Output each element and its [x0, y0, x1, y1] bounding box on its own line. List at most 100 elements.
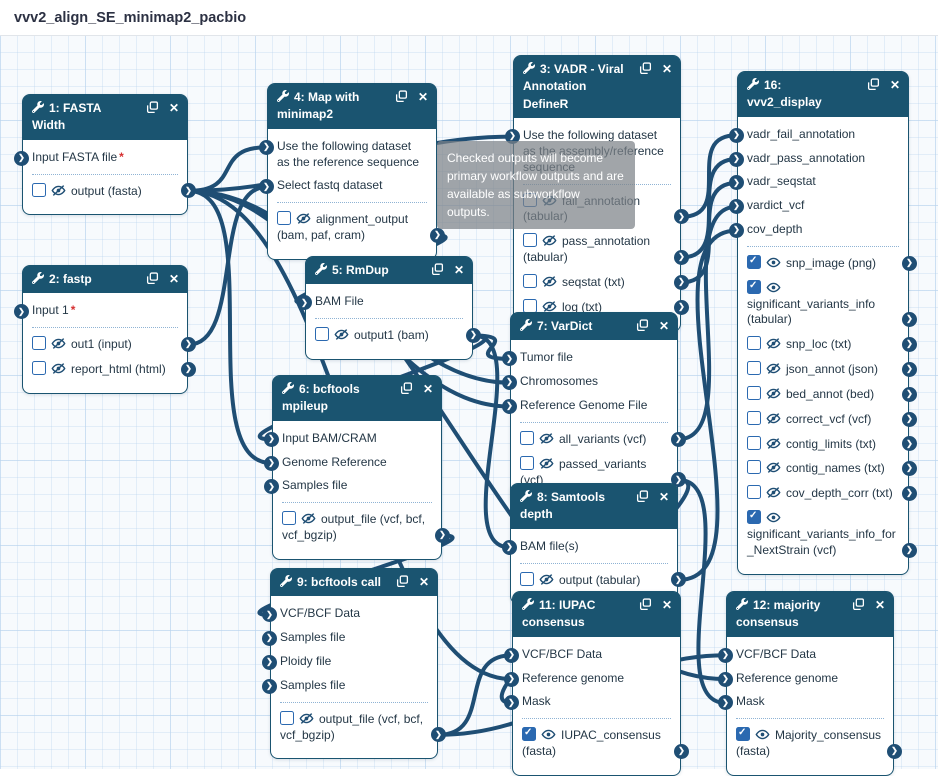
close-icon[interactable]: ✕ [661, 61, 672, 76]
output-terminal[interactable]: ❯ [902, 386, 917, 402]
workflow-node-12[interactable]: 12: majority consensus✕❯VCF/BCF Data❯Ref… [718, 591, 902, 776]
output-checkbox[interactable] [280, 710, 294, 725]
output-terminal[interactable]: ❯ [671, 431, 686, 447]
workflow-connection[interactable] [436, 653, 514, 737]
workflow-connection[interactable] [471, 333, 512, 550]
eye-slash-icon[interactable] [542, 275, 557, 288]
duplicate-icon[interactable] [395, 90, 408, 103]
output-checkbox[interactable] [747, 410, 761, 425]
workflow-node-6[interactable]: 6: bcftools mpileup✕❯Input BAM/CRAM❯Geno… [264, 375, 450, 560]
input-terminal[interactable]: ❯ [264, 431, 279, 447]
node-header[interactable]: 2: fastp✕ [23, 266, 187, 294]
workflow-node-8[interactable]: 8: Samtools depth✕❯BAM file(s)output (ta… [502, 483, 686, 605]
node-header[interactable]: 6: bcftools mpileup✕ [273, 376, 441, 421]
eye-slash-icon[interactable] [299, 712, 314, 725]
workflow-node-1[interactable]: 1: FASTA Width✕❯Input FASTA file*output … [14, 94, 196, 216]
workflow-connection[interactable] [676, 228, 739, 582]
eye-slash-icon[interactable] [301, 512, 316, 525]
output-terminal[interactable]: ❯ [902, 337, 917, 353]
node-header[interactable]: 7: VarDict✕ [511, 313, 677, 341]
eye-slash-icon[interactable] [51, 337, 66, 350]
output-terminal[interactable]: ❯ [181, 361, 196, 377]
output-checkbox[interactable] [736, 726, 750, 742]
output-terminal[interactable]: ❯ [431, 727, 446, 743]
output-checkbox[interactable] [747, 460, 761, 475]
node-header[interactable]: 1: FASTA Width✕ [23, 95, 187, 140]
workflow-node-16[interactable]: 16: vvv2_display✕❯vadr_fail_annotation❯v… [729, 71, 917, 575]
output-terminal[interactable]: ❯ [902, 542, 917, 558]
input-terminal[interactable]: ❯ [262, 607, 277, 623]
input-terminal[interactable]: ❯ [505, 129, 520, 145]
eye-slash-icon[interactable] [539, 432, 554, 445]
close-icon[interactable]: ✕ [889, 77, 900, 92]
eye-slash-icon[interactable] [542, 300, 557, 313]
output-terminal[interactable]: ❯ [466, 328, 481, 344]
output-checkbox[interactable] [747, 385, 761, 400]
output-checkbox[interactable] [315, 327, 329, 342]
output-checkbox[interactable] [523, 273, 537, 288]
output-checkbox[interactable] [747, 279, 761, 294]
workflow-node-4[interactable]: 4: Map with minimap2✕❯Use the following … [259, 83, 445, 260]
output-checkbox[interactable] [520, 455, 534, 470]
output-terminal[interactable]: ❯ [902, 312, 917, 328]
eye-slash-icon[interactable] [766, 486, 781, 499]
eye-slash-icon[interactable] [539, 573, 554, 586]
duplicate-icon[interactable] [146, 101, 159, 114]
eye-slash-icon[interactable] [542, 234, 557, 247]
workflow-connection[interactable] [186, 188, 274, 466]
close-icon[interactable]: ✕ [658, 489, 669, 504]
node-header[interactable]: 11: IUPAC consensus✕ [513, 592, 680, 637]
input-terminal[interactable]: ❯ [259, 179, 274, 195]
input-terminal[interactable]: ❯ [504, 671, 519, 687]
output-checkbox[interactable] [282, 511, 296, 526]
output-checkbox[interactable] [747, 361, 761, 376]
output-checkbox[interactable] [520, 430, 534, 445]
input-terminal[interactable]: ❯ [502, 375, 517, 391]
input-terminal[interactable]: ❯ [718, 671, 733, 687]
eye-slash-icon[interactable] [539, 457, 554, 470]
output-checkbox[interactable] [522, 726, 536, 742]
output-terminal[interactable]: ❯ [902, 486, 917, 502]
output-checkbox[interactable] [520, 571, 534, 586]
duplicate-icon[interactable] [396, 575, 409, 588]
output-checkbox[interactable] [523, 233, 537, 248]
workflow-connection[interactable] [676, 477, 728, 705]
workflow-connection[interactable] [679, 180, 739, 285]
workflow-node-7[interactable]: 7: VarDict✕❯Tumor file❯Chromosomes❯Refer… [502, 312, 686, 505]
input-terminal[interactable]: ❯ [264, 455, 279, 471]
eye-icon[interactable] [541, 728, 556, 741]
output-terminal[interactable]: ❯ [902, 361, 917, 377]
close-icon[interactable]: ✕ [661, 597, 672, 612]
input-terminal[interactable]: ❯ [504, 695, 519, 711]
eye-slash-icon[interactable] [766, 387, 781, 400]
duplicate-icon[interactable] [867, 78, 880, 91]
eye-slash-icon[interactable] [766, 337, 781, 350]
eye-icon[interactable] [766, 256, 781, 269]
input-terminal[interactable]: ❯ [504, 647, 519, 663]
close-icon[interactable]: ✕ [658, 318, 669, 333]
output-checkbox[interactable] [32, 336, 46, 351]
eye-slash-icon[interactable] [766, 412, 781, 425]
close-icon[interactable]: ✕ [422, 381, 433, 396]
node-header[interactable]: 9: bcftools call✕ [271, 569, 437, 597]
input-terminal[interactable]: ❯ [729, 127, 744, 143]
output-terminal[interactable]: ❯ [887, 743, 902, 759]
input-terminal[interactable]: ❯ [262, 631, 277, 647]
duplicate-icon[interactable] [636, 490, 649, 503]
workflow-node-11[interactable]: 11: IUPAC consensus✕❯VCF/BCF Data❯Refere… [504, 591, 689, 776]
close-icon[interactable]: ✕ [418, 574, 429, 589]
output-terminal[interactable]: ❯ [671, 572, 686, 588]
duplicate-icon[interactable] [146, 272, 159, 285]
node-header[interactable]: 12: majority consensus✕ [727, 592, 893, 637]
output-checkbox[interactable] [747, 435, 761, 450]
eye-slash-icon[interactable] [766, 461, 781, 474]
input-terminal[interactable]: ❯ [729, 223, 744, 239]
close-icon[interactable]: ✕ [874, 597, 885, 612]
eye-slash-icon[interactable] [51, 184, 66, 197]
eye-icon[interactable] [766, 281, 781, 294]
workflow-connection[interactable] [676, 204, 739, 442]
output-checkbox[interactable] [523, 298, 537, 313]
duplicate-icon[interactable] [639, 598, 652, 611]
output-terminal[interactable]: ❯ [674, 299, 689, 315]
